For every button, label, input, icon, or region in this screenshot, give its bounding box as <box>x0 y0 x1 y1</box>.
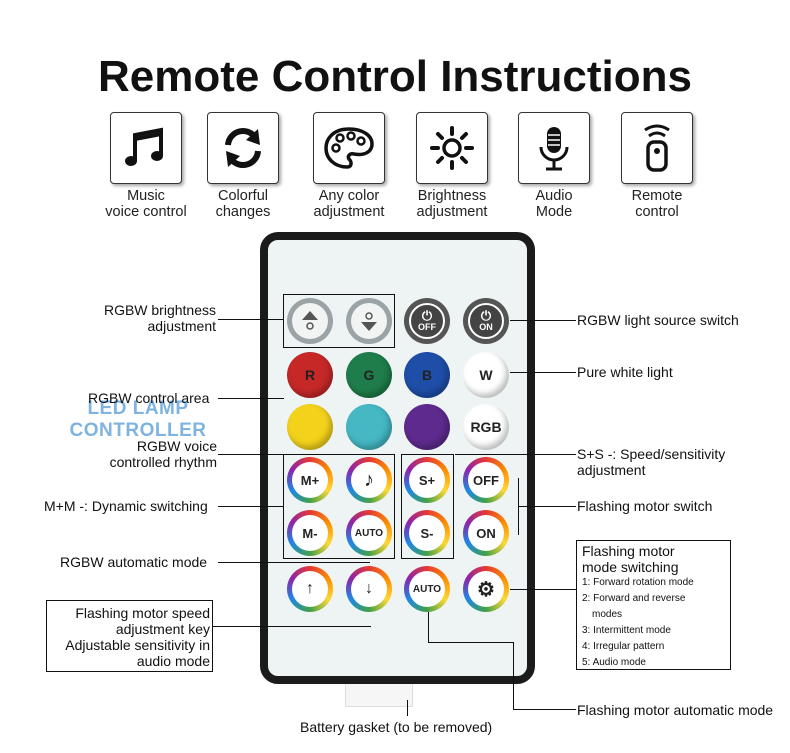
motor-speed-callout: Flashing motor speed adjustment key Adju… <box>46 600 213 672</box>
mode-box-title: Flashing motor mode switching <box>582 543 679 575</box>
cyan-button[interactable] <box>346 404 392 450</box>
arrow-down-icon: ↓ <box>365 580 373 597</box>
label-rgbw-auto: RGBW automatic mode <box>60 554 208 570</box>
feature-brightness: Brightness adjustment <box>401 112 503 220</box>
refresh-arrows-icon <box>225 128 261 168</box>
mode-item: 2: Forward and reverse <box>582 593 686 604</box>
leader-line <box>455 454 576 455</box>
power-icon: ⏻ <box>421 308 433 323</box>
blue-button[interactable]: B <box>404 352 450 398</box>
microphone-icon <box>539 127 569 171</box>
label-battery: Battery gasket (to be removed) <box>300 719 493 735</box>
yellow-button[interactable] <box>287 404 333 450</box>
s-minus-button[interactable]: S- <box>404 510 450 556</box>
label-rgbw-voice: RGBW voice controlled rhythm <box>109 438 217 470</box>
brightness-group-frame <box>283 294 395 348</box>
leader-line <box>218 562 370 563</box>
rgb-button[interactable]: RGB <box>463 404 509 450</box>
music-notes-icon <box>125 127 163 166</box>
label-motor-auto: Flashing motor automatic mode <box>577 702 774 718</box>
rgbw-auto-button[interactable]: AUTO <box>346 510 392 556</box>
speed-group-frame <box>401 454 454 559</box>
motor-mode-button[interactable]: ⚙ <box>463 566 509 612</box>
label-motor-speed: Flashing motor speed adjustment key Adju… <box>65 605 210 669</box>
label-ss: S+S -: Speed/sensitivity adjustment <box>577 446 726 478</box>
power-icon: ⏻ <box>480 308 492 323</box>
motor-auto-button[interactable]: AUTO <box>404 566 450 612</box>
green-button[interactable]: G <box>346 352 392 398</box>
remote-brand: LED LAMP CONTROLLER <box>69 398 207 441</box>
remote-icon <box>644 124 670 172</box>
brightness-down-button[interactable] <box>346 298 392 344</box>
mode-switching-callout: Flashing motor mode switching 1: Forward… <box>576 540 731 670</box>
leader-line <box>513 642 514 710</box>
music-note-icon: ♪ <box>364 468 374 491</box>
rgbw-group-frame <box>283 454 395 559</box>
mode-item: 5: Audio mode <box>582 657 646 668</box>
motor-speed-down-button[interactable]: ↓ <box>346 566 392 612</box>
leader-line <box>428 642 514 643</box>
m-minus-button[interactable]: M- <box>287 510 333 556</box>
mode-item: 4: Irregular pattern <box>582 641 665 652</box>
label-motor-switch: Flashing motor switch <box>577 498 713 514</box>
mode-item: 1: Forward rotation mode <box>582 577 694 588</box>
flash-on-button[interactable]: ON <box>463 510 509 556</box>
on-button[interactable]: ⏻ON <box>463 298 509 344</box>
on-label: ON <box>479 322 493 332</box>
flash-off-button[interactable]: OFF <box>463 457 509 503</box>
red-button[interactable]: R <box>287 352 333 398</box>
page-title: Remote Control Instructions <box>97 52 693 101</box>
leader-line <box>407 700 408 716</box>
sun-icon <box>430 126 474 170</box>
battery-gasket <box>345 684 413 707</box>
label-rgbw-control: RGBW control area <box>88 390 210 406</box>
feature-music: Music voice control <box>95 112 197 220</box>
brightness-down-icon <box>361 312 377 331</box>
motor-speed-up-button[interactable]: ↑ <box>287 566 333 612</box>
white-button[interactable]: W <box>463 352 509 398</box>
brightness-up-icon <box>302 311 318 330</box>
feature-colorful: Colorful changes <box>192 112 294 220</box>
off-button[interactable]: ⏻OFF <box>404 298 450 344</box>
leader-line <box>510 320 576 321</box>
leader-line <box>218 506 284 507</box>
mode-item: modes <box>592 609 623 620</box>
label-pure-white: Pure white light <box>577 364 673 380</box>
leader-line <box>513 709 576 710</box>
gear-icon: ⚙ <box>477 578 495 601</box>
brightness-up-button[interactable] <box>287 298 333 344</box>
leader-line <box>510 372 576 373</box>
arrow-up-icon: ↑ <box>306 580 314 597</box>
label-light-switch: RGBW light source switch <box>577 312 739 328</box>
feature-remote: Remote control <box>606 112 708 220</box>
feature-any-color: Any color adjustment <box>298 112 400 220</box>
leader-line <box>218 319 284 320</box>
music-rhythm-button[interactable]: ♪ <box>346 457 392 503</box>
leader-line <box>218 454 370 455</box>
palette-icon <box>324 127 374 169</box>
mode-item: 3: Intermittent mode <box>582 625 671 636</box>
purple-button[interactable] <box>404 404 450 450</box>
leader-line <box>510 589 576 590</box>
m-plus-button[interactable]: M+ <box>287 457 333 503</box>
off-label: OFF <box>418 322 436 332</box>
leader-line <box>518 506 576 507</box>
leader-line <box>213 626 371 627</box>
s-plus-button[interactable]: S+ <box>404 457 450 503</box>
leader-line <box>428 612 429 642</box>
leader-line <box>218 398 284 399</box>
feature-audio: Audio Mode <box>503 112 605 220</box>
label-rgbw-brightness: RGBW brightness adjustment <box>103 302 216 334</box>
label-mm: M+M -: Dynamic switching <box>44 498 208 514</box>
